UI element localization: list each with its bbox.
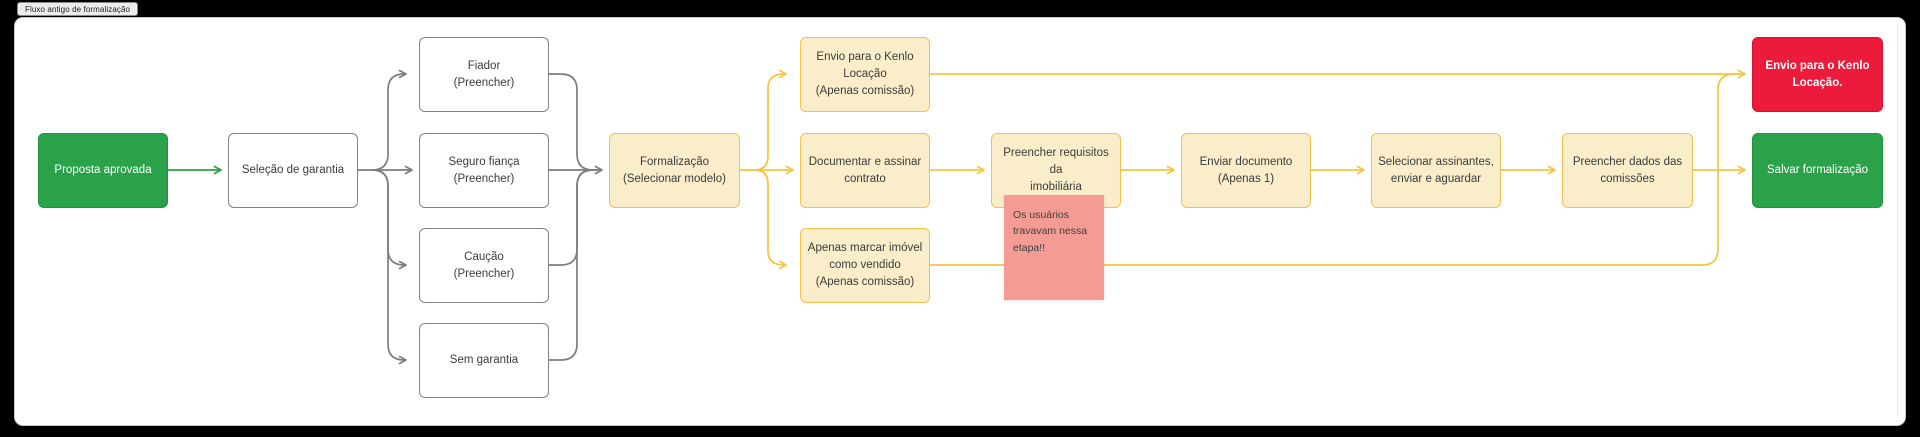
node-proposta-aprovada[interactable]: Proposta aprovada [38, 133, 168, 208]
node-salvar-formalizacao[interactable]: Salvar formalização [1752, 133, 1883, 208]
connector-selecao-to-caucao [371, 169, 407, 270]
connector-formalizacao-to-envio-comissao [753, 69, 787, 171]
connector-selecao-to-fiador [371, 69, 407, 171]
node-formalizacao[interactable]: Formalização (Selecionar modelo) [609, 133, 740, 208]
node-envio-kenlo-comissao[interactable]: Envio para o Kenlo Locação (Apenas comis… [800, 37, 930, 112]
connector-apenas-marcar-to-envio-final [930, 73, 1740, 266]
connector-formalizacao-to-apenas-marcar [753, 169, 787, 270]
node-selecao-de-garantia[interactable]: Seleção de garantia [228, 133, 358, 208]
node-selecionar-assinantes[interactable]: Selecionar assinantes, enviar e aguardar [1371, 133, 1501, 208]
node-fiador[interactable]: Fiador (Preencher) [419, 37, 549, 112]
node-seguro-fianca[interactable]: Seguro fiança (Preencher) [419, 133, 549, 208]
node-envio-kenlo-final[interactable]: Envio para o Kenlo Locação. [1752, 37, 1883, 112]
connector-fiador-to-formalizacao [549, 73, 598, 171]
diagram-canvas[interactable] [14, 17, 1906, 426]
node-apenas-marcar-imovel[interactable]: Apenas marcar imóvel como vendido (Apena… [800, 228, 930, 303]
board-tab[interactable]: Fluxo antigo de formalização [17, 2, 139, 16]
connector-selecao-to-sem-garantia [371, 169, 407, 365]
node-documentar-assinar[interactable]: Documentar e assinar contrato [800, 133, 930, 208]
sticky-note-usuarios-travavam[interactable]: Os usuários travavam nessa etapa!! [1004, 195, 1104, 300]
connector-sem-garantia-to-formalizacao [549, 169, 594, 361]
node-caucao[interactable]: Caução (Preencher) [419, 228, 549, 303]
connector-caucao-to-formalizacao [549, 169, 594, 266]
node-enviar-documento[interactable]: Enviar documento (Apenas 1) [1181, 133, 1311, 208]
node-preencher-dados-comissoes[interactable]: Preencher dados das comissões [1562, 133, 1693, 208]
canvas-right-edge [1897, 24, 1898, 416]
node-sem-garantia[interactable]: Sem garantia [419, 323, 549, 398]
